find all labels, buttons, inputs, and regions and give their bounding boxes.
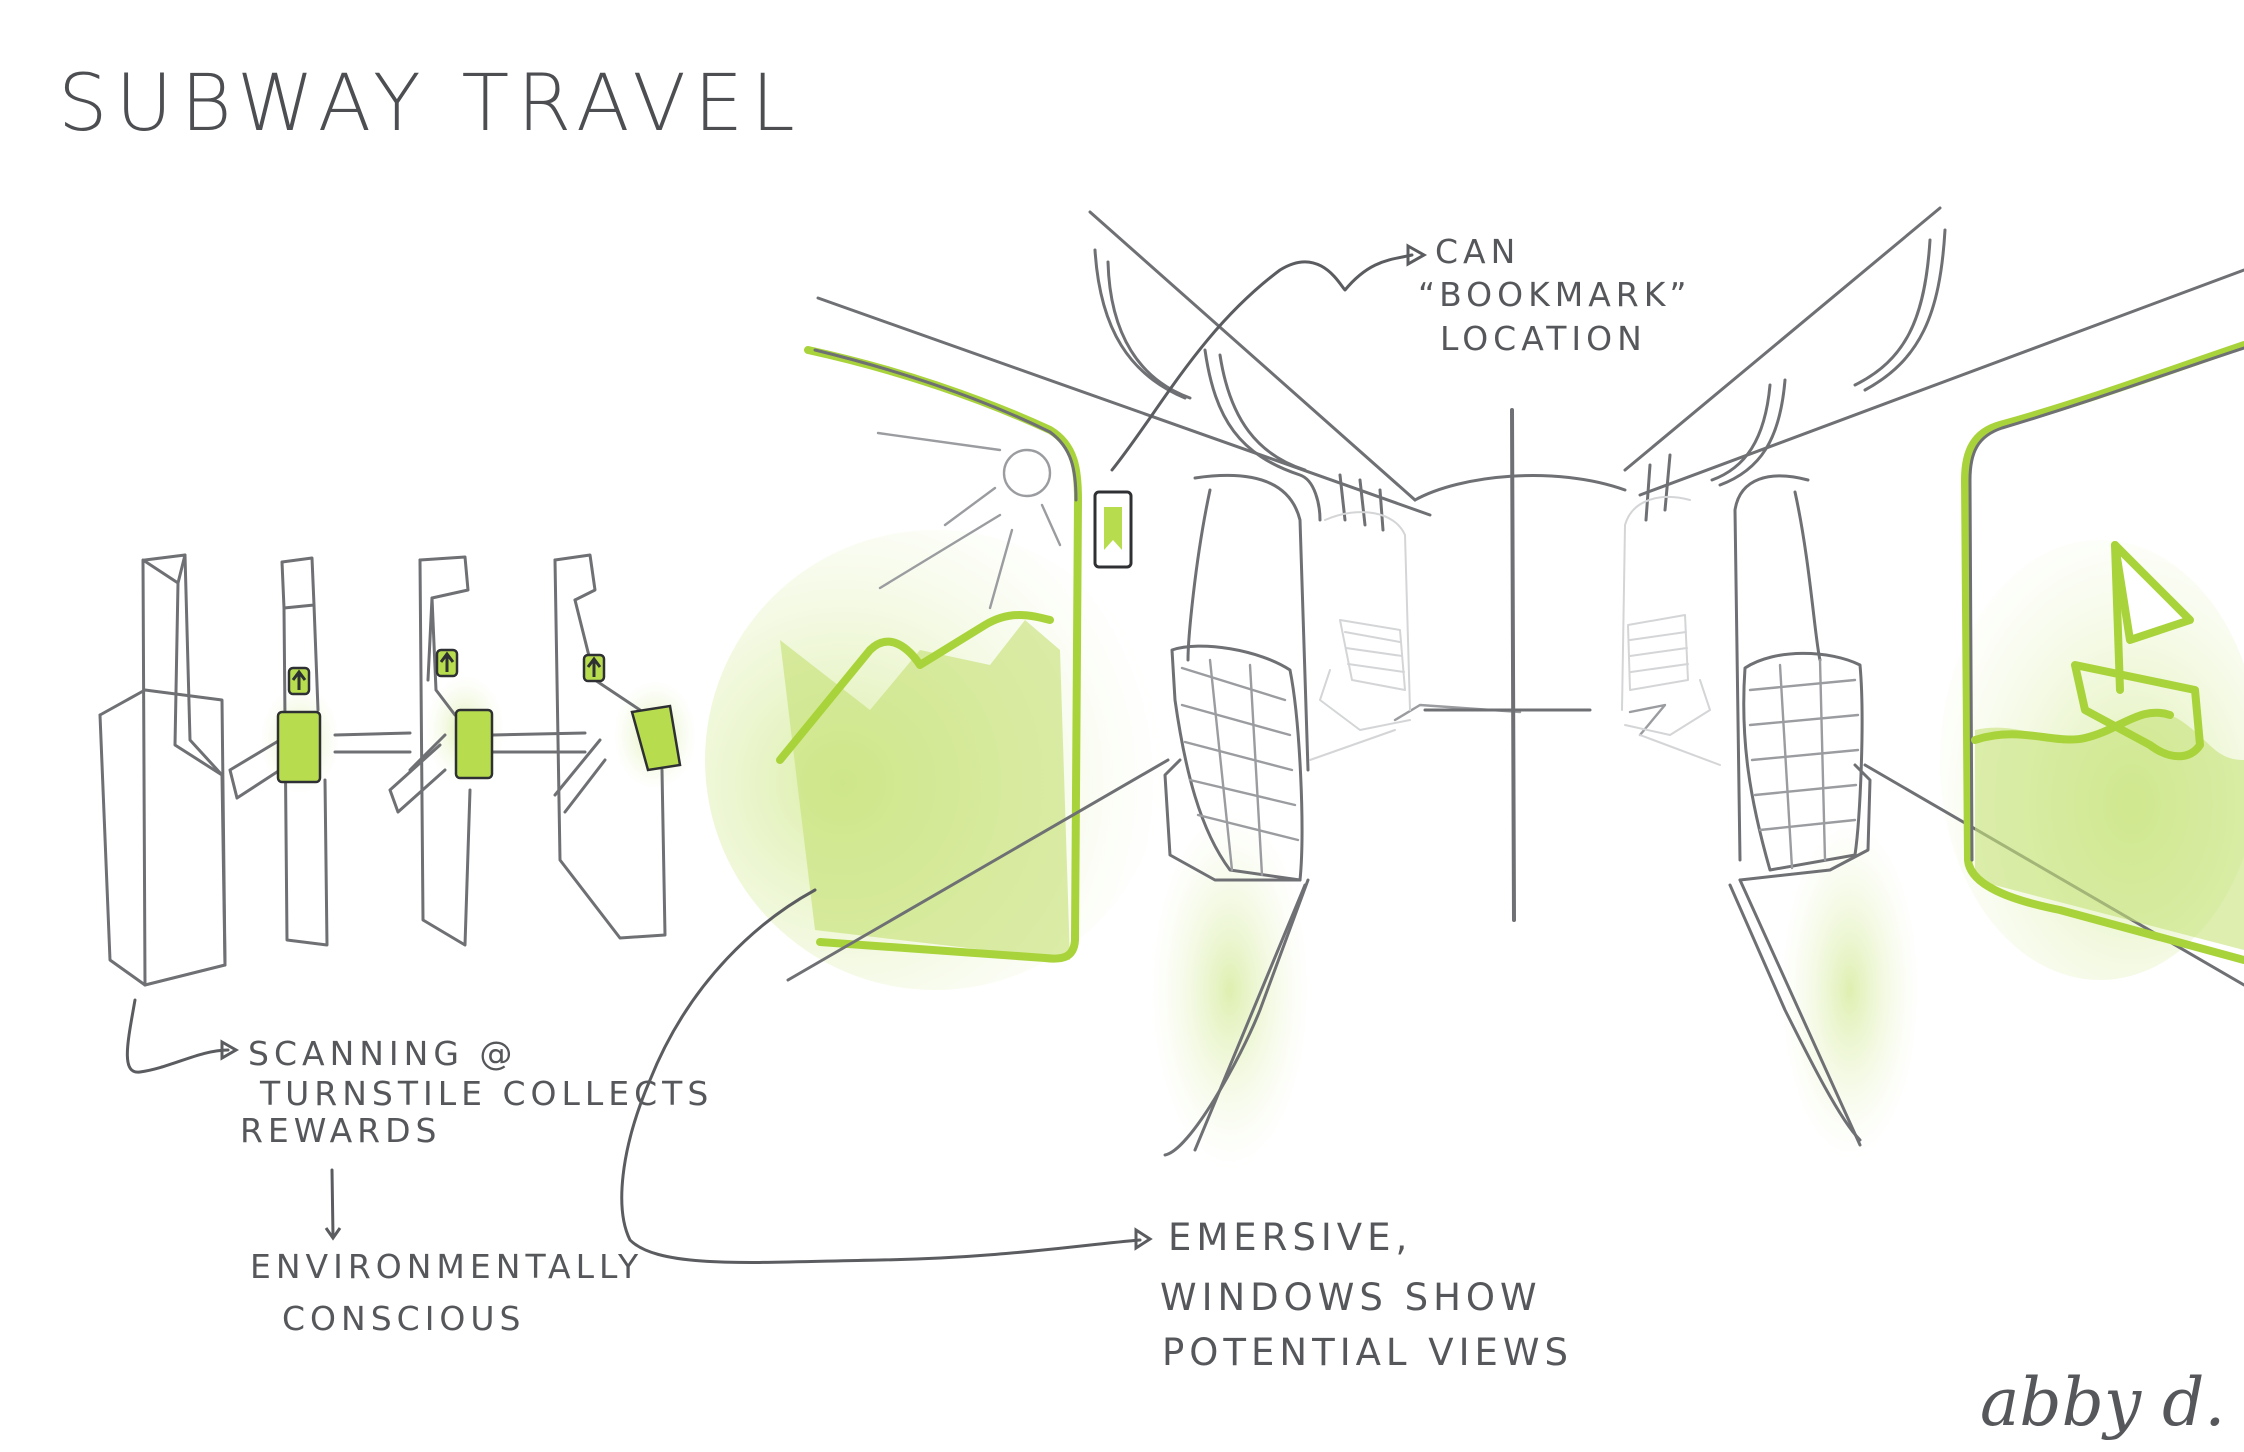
windows-note-line-1: EMERSIVE, bbox=[1168, 1216, 1412, 1259]
bookmark-note-line-2: “BOOKMARK” bbox=[1418, 275, 1691, 314]
environment-note-line-1: ENVIRONMENTALLY bbox=[250, 1247, 643, 1286]
turnstile-note-line-1: SCANNING @ bbox=[248, 1034, 517, 1073]
far-left-seats bbox=[1310, 512, 1410, 760]
bookmark-device bbox=[1095, 492, 1131, 567]
turnstile-4 bbox=[555, 555, 697, 938]
scanner-pad-2 bbox=[456, 710, 492, 778]
far-right-seats bbox=[1622, 497, 1720, 765]
windows-note-line-2: WINDOWS SHOW bbox=[1160, 1276, 1542, 1319]
artist-signature: abby d. bbox=[1980, 1364, 2225, 1441]
turnstile-1 bbox=[100, 555, 225, 985]
turnstile-2 bbox=[230, 558, 410, 945]
bookmark-note-line-3: LOCATION bbox=[1440, 319, 1647, 358]
windows-note-line-3: POTENTIAL VIEWS bbox=[1162, 1331, 1573, 1374]
sun-icon bbox=[1004, 450, 1050, 496]
environment-note-line-2: CONSCIOUS bbox=[282, 1299, 526, 1338]
turnstile-callout-arrow bbox=[127, 1000, 228, 1072]
scanner-pad-1 bbox=[278, 712, 320, 782]
environment-callout-arrow bbox=[332, 1170, 333, 1236]
page-title: SUBWAY TRAVEL bbox=[58, 59, 803, 149]
turnstile-note-line-3: REWARDS bbox=[240, 1111, 441, 1150]
turnstile-group bbox=[100, 555, 697, 985]
bookmark-note-line-1: CAN bbox=[1435, 232, 1520, 271]
